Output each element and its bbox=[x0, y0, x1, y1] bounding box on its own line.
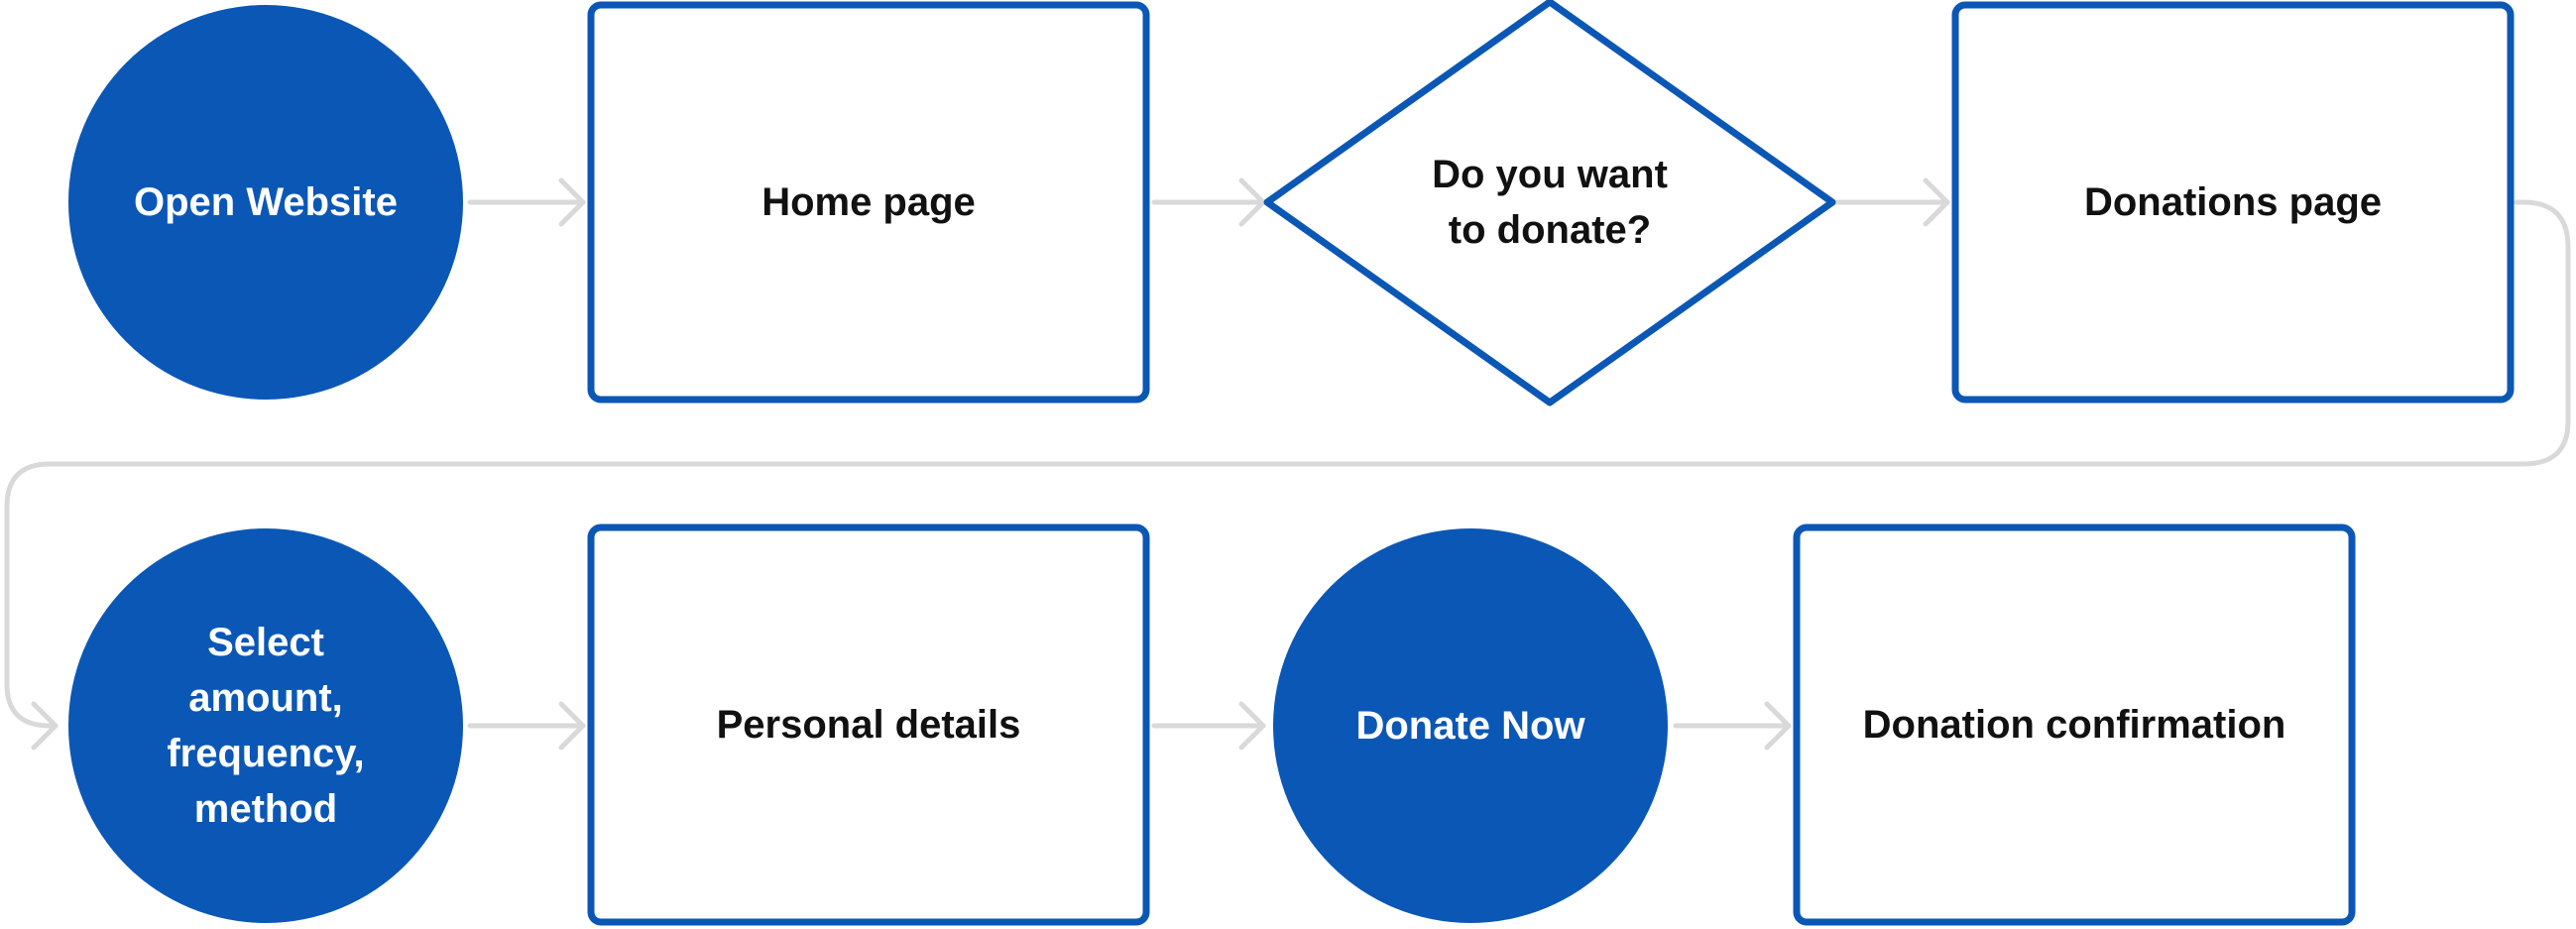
node-label-line: Do you want bbox=[1432, 153, 1668, 196]
arrow-head-icon bbox=[1238, 177, 1266, 227]
node-label: Personal details bbox=[717, 703, 1021, 747]
connector-donations-page-to-select-amount bbox=[4, 199, 2571, 751]
node-select-amount: Select amount, frequency, method bbox=[68, 528, 463, 923]
arrow-head-icon bbox=[558, 177, 586, 227]
node-label-line: Home page bbox=[761, 180, 976, 224]
connector-personal-details-to-donate-now bbox=[1151, 701, 1266, 751]
node-label: Donations page bbox=[2084, 180, 2382, 224]
node-diamond-shape bbox=[1263, 0, 1836, 406]
node-open-website: Open Website bbox=[68, 5, 463, 400]
node-label-line: Open Website bbox=[134, 180, 398, 224]
arrow-head-icon bbox=[31, 701, 59, 751]
node-label-line: Personal details bbox=[717, 703, 1021, 747]
node-label-line: amount, bbox=[188, 676, 343, 720]
node-label: Do you want to donate? bbox=[1432, 153, 1668, 252]
node-label: Open Website bbox=[134, 180, 398, 224]
node-donate-now: Donate Now bbox=[1273, 528, 1668, 923]
connector-home-page-to-want-to-donate bbox=[1151, 177, 1266, 227]
node-label-line: Donation confirmation bbox=[1863, 703, 2286, 747]
node-label-line: Select bbox=[207, 621, 324, 664]
node-label: Donation confirmation bbox=[1863, 703, 2286, 747]
node-circle-shape bbox=[68, 528, 463, 923]
connector-want-to-donate-to-donations-page bbox=[1833, 177, 1950, 227]
node-label-line: to donate? bbox=[1449, 208, 1651, 252]
node-label-line: Donations page bbox=[2084, 180, 2382, 224]
connector-open-website-to-home-page bbox=[467, 177, 586, 227]
node-label-line: Donate Now bbox=[1355, 704, 1585, 748]
node-box-shape bbox=[1793, 523, 2356, 926]
connector-select-amount-to-personal-details bbox=[467, 701, 586, 751]
node-personal-details: Personal details bbox=[587, 523, 1150, 926]
node-box-shape bbox=[587, 523, 1150, 926]
node-circle-shape bbox=[68, 5, 463, 400]
node-layer: Open Website Home page Do you want to donat… bbox=[68, 0, 2515, 926]
node-label: Home page bbox=[761, 180, 976, 224]
arrow-head-icon bbox=[558, 701, 586, 751]
connector-line bbox=[4, 199, 2571, 729]
node-label: Select amount, frequency, method bbox=[167, 621, 364, 831]
node-label-line: frequency, bbox=[167, 732, 364, 775]
node-circle-shape bbox=[1273, 528, 1668, 923]
arrow-head-icon bbox=[1923, 177, 1950, 227]
node-home-page: Home page bbox=[587, 1, 1150, 404]
connector-layer bbox=[4, 177, 2571, 922]
node-donations-page: Donations page bbox=[1951, 1, 2515, 404]
node-box-shape bbox=[1951, 1, 2515, 404]
node-want-to-donate: Do you want to donate? bbox=[1263, 0, 1836, 406]
node-label-line: method bbox=[194, 787, 337, 831]
node-box-shape bbox=[587, 1, 1150, 404]
connector-donate-now-to-donation-confirmation bbox=[1673, 701, 1792, 751]
arrow-head-icon bbox=[1764, 701, 1792, 751]
node-donation-confirmation: Donation confirmation bbox=[1793, 523, 2356, 926]
node-label: Donate Now bbox=[1355, 704, 1585, 748]
arrow-head-icon bbox=[1238, 701, 1266, 751]
